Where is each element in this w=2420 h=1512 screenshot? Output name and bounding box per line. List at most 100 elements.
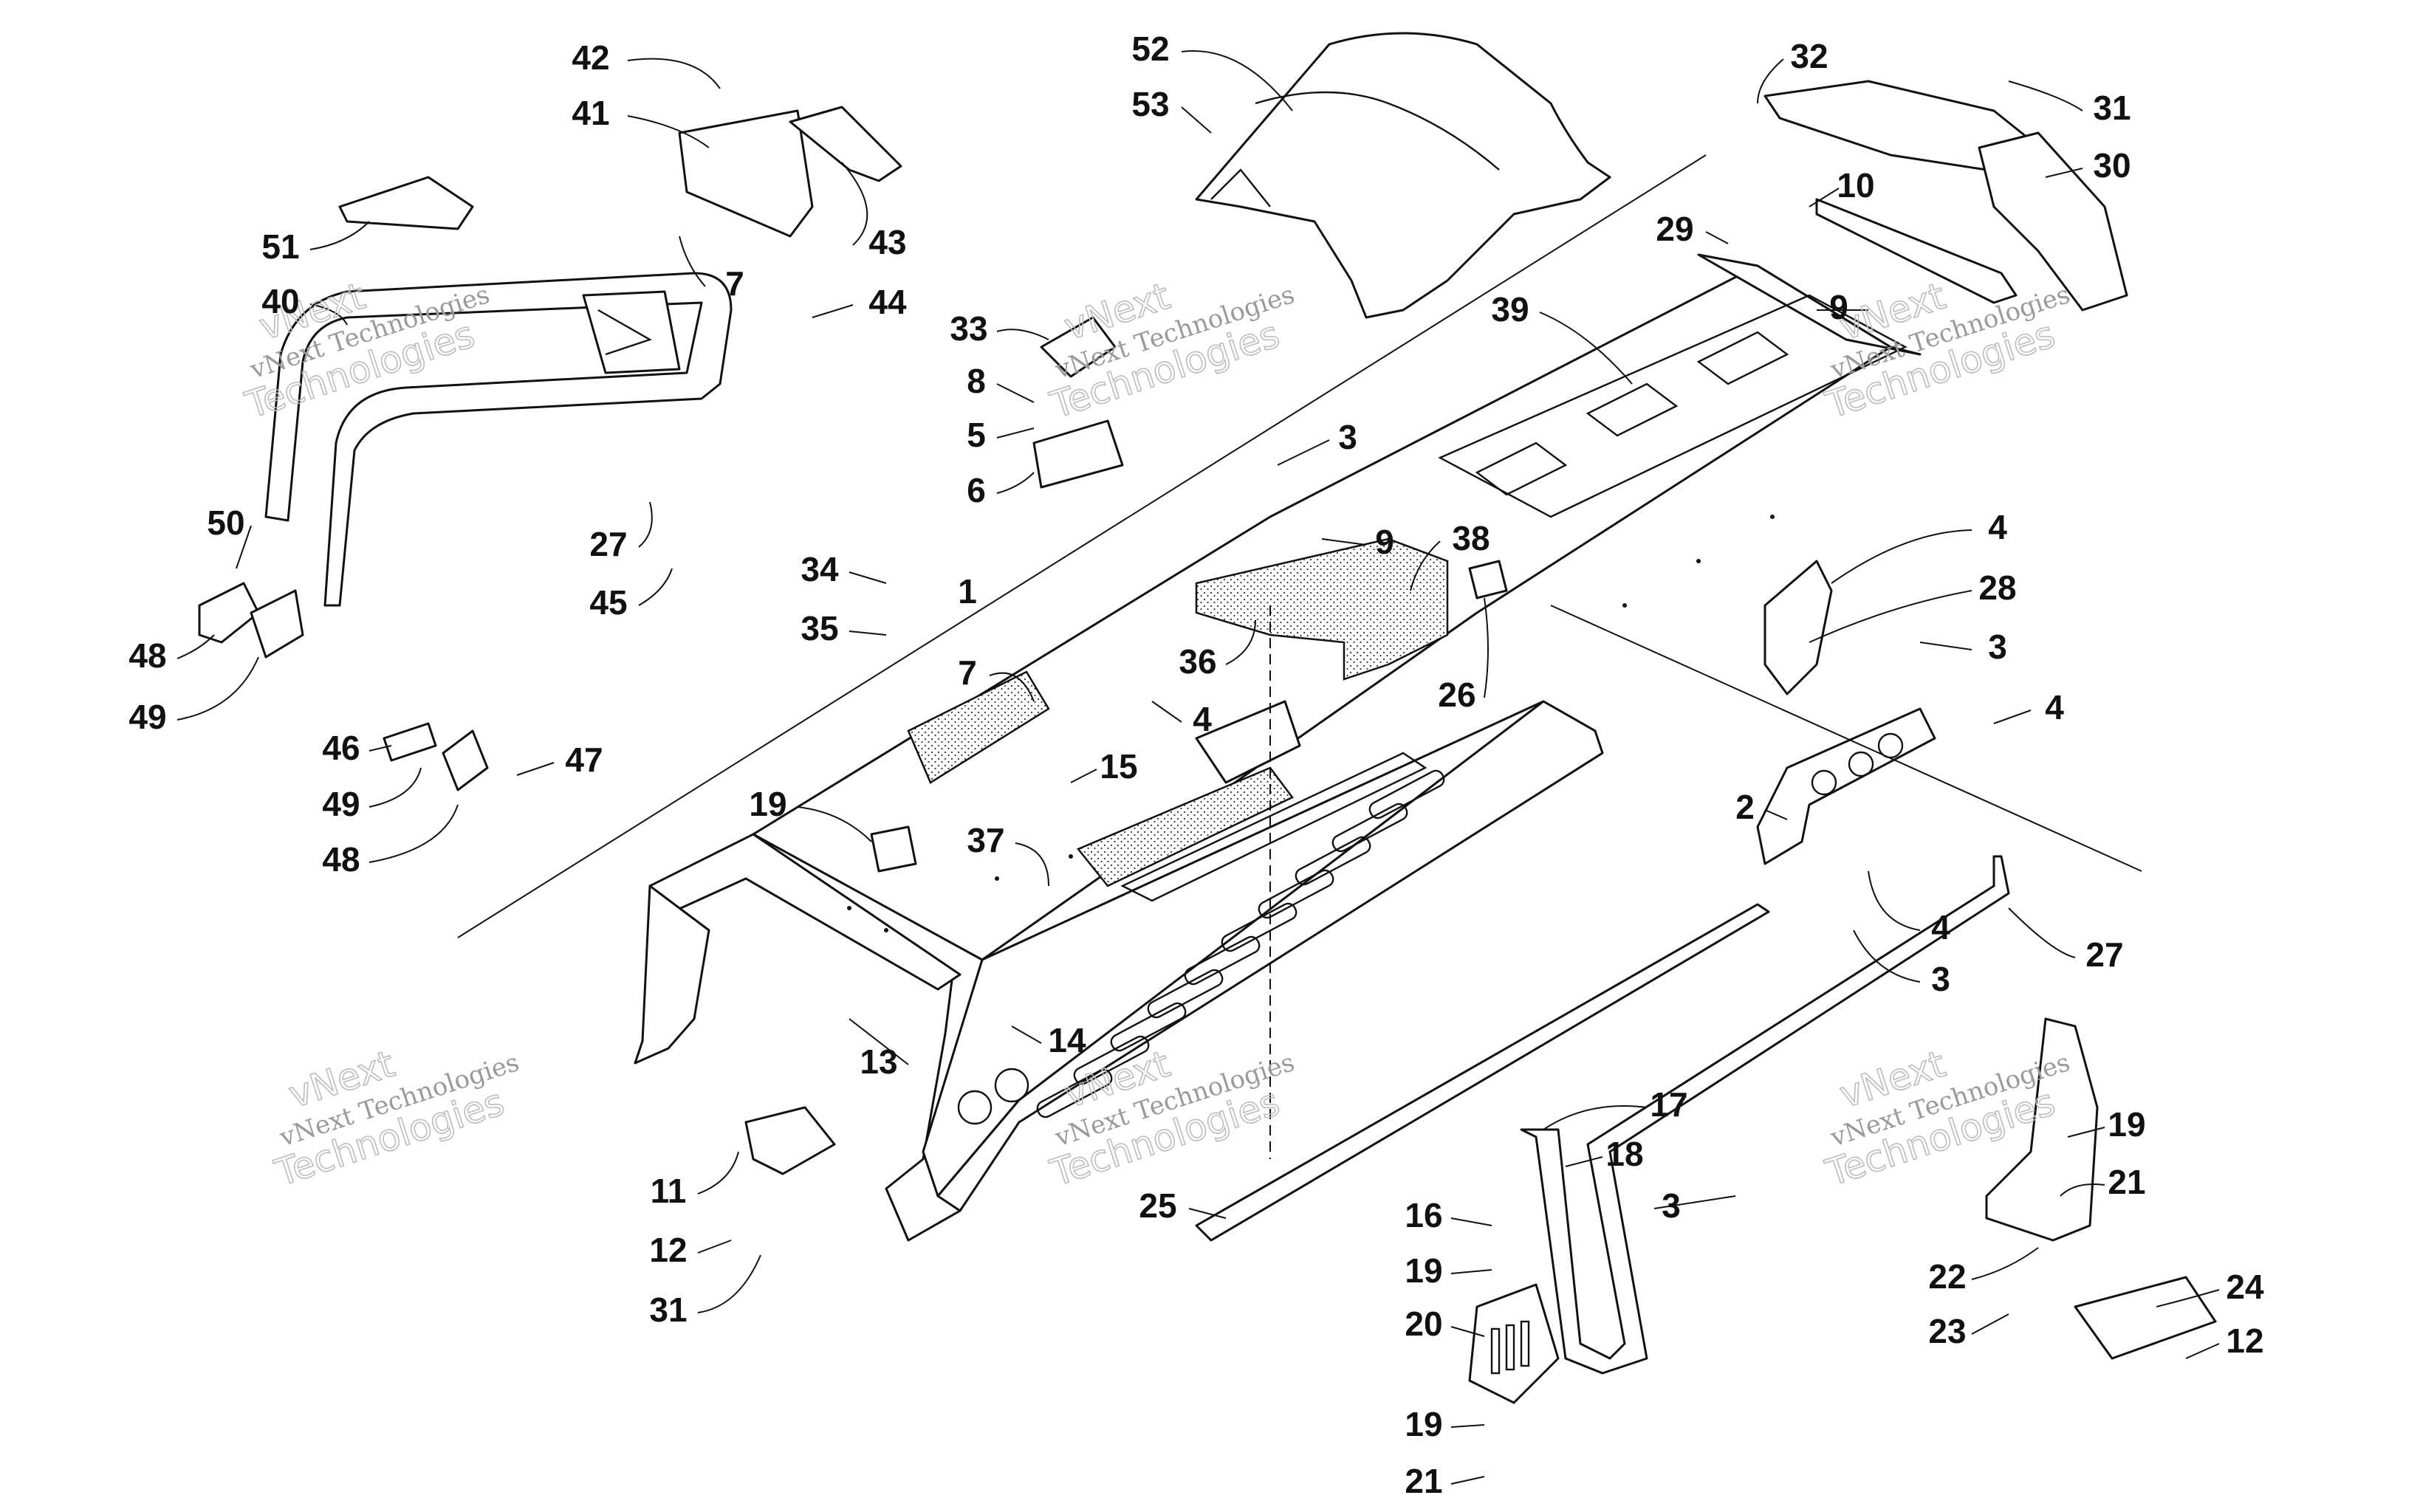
- callout-1: 1: [958, 572, 977, 611]
- side-bumper-17: [1520, 855, 2010, 1375]
- leader-lines: [176, 50, 2220, 1485]
- callout-18: 18: [1605, 1135, 1643, 1173]
- callout-4: 4: [1988, 508, 2007, 546]
- callout-16: 16: [1405, 1196, 1442, 1234]
- watermark-2: vNext vNext Technologies Technologies: [1044, 274, 1298, 427]
- callout-12: 12: [649, 1231, 687, 1269]
- callout-29: 29: [1656, 210, 1693, 248]
- cover-51: [338, 176, 474, 230]
- callout-3: 3: [1931, 960, 1950, 998]
- callout-7: 7: [725, 264, 744, 303]
- callout-47: 47: [565, 740, 603, 779]
- callout-53: 53: [1131, 85, 1169, 123]
- bracket-43: [789, 106, 902, 182]
- callout-12: 12: [2226, 1322, 2263, 1360]
- watermark-4: vNext vNext Technologies Technologies: [269, 1042, 523, 1195]
- callout-45: 45: [589, 583, 627, 622]
- reference-line-right: [1550, 605, 2142, 872]
- seat: [1195, 32, 1611, 319]
- callout-3: 3: [1662, 1186, 1681, 1225]
- callout-9: 9: [1375, 523, 1394, 561]
- callout-22: 22: [1928, 1257, 1966, 1296]
- callout-20: 20: [1405, 1305, 1442, 1343]
- reference-line-1: [457, 154, 1707, 938]
- callout-19: 19: [749, 785, 786, 823]
- callout-3: 3: [1338, 418, 1357, 456]
- callout-3: 3: [1988, 628, 2007, 666]
- callout-25: 25: [1139, 1186, 1176, 1225]
- bracket-48-left: [198, 582, 260, 644]
- callout-36: 36: [1179, 642, 1216, 681]
- bracket-6: [1032, 419, 1124, 489]
- callout-42: 42: [572, 38, 609, 77]
- callout-4: 4: [1931, 908, 1950, 946]
- callout-49: 49: [322, 785, 360, 823]
- bracket-48-right: [442, 729, 489, 791]
- bracket-49-left: [250, 589, 304, 659]
- callout-10: 10: [1837, 166, 1874, 205]
- callout-24: 24: [2226, 1268, 2264, 1306]
- bracket-26: [1468, 560, 1508, 599]
- bracket-19-small: [870, 825, 917, 873]
- callout-2: 2: [1735, 788, 1755, 826]
- callout-40: 40: [261, 282, 299, 320]
- callout-49: 49: [128, 698, 166, 736]
- plate-36: [1195, 700, 1301, 784]
- callout-38: 38: [1452, 519, 1490, 557]
- side-plate-4: [1763, 560, 1833, 695]
- callout-7: 7: [958, 653, 977, 692]
- scuff-24: [2074, 1276, 2217, 1360]
- bracket-49-right: [383, 722, 437, 762]
- rear-bracket-10: [1815, 198, 2018, 304]
- callout-15: 15: [1100, 747, 1137, 786]
- callout-28: 28: [1978, 568, 2016, 607]
- callout-35: 35: [801, 609, 838, 647]
- callout-23: 23: [1928, 1312, 1966, 1350]
- plate-22: [1985, 1017, 2099, 1242]
- callout-48: 48: [322, 840, 360, 879]
- bracket-41: [678, 109, 814, 238]
- callout-37: 37: [967, 821, 1004, 859]
- callout-39: 39: [1491, 290, 1529, 329]
- callout-21: 21: [2108, 1163, 2145, 1201]
- rear-bumper-30: [1978, 131, 2128, 312]
- callout-21: 21: [1405, 1462, 1442, 1500]
- callout-48: 48: [128, 636, 166, 675]
- callout-19: 19: [2108, 1105, 2145, 1144]
- callout-19: 19: [1405, 1405, 1442, 1443]
- callout-6: 6: [967, 471, 986, 509]
- callout-33: 33: [950, 309, 987, 348]
- callout-52: 52: [1131, 30, 1169, 68]
- callout-4: 4: [1193, 700, 1212, 738]
- callout-4: 4: [2045, 688, 2064, 726]
- callout-34: 34: [801, 550, 839, 588]
- running-board-25: [1195, 903, 1770, 1242]
- grab-bar: [264, 272, 733, 607]
- callout-19: 19: [1405, 1251, 1442, 1290]
- callout-44: 44: [868, 283, 907, 321]
- callout-51: 51: [261, 227, 299, 266]
- cap-11: [744, 1106, 836, 1175]
- cover-33: [1040, 316, 1117, 378]
- callout-50: 50: [207, 504, 244, 542]
- callout-11: 11: [651, 1172, 687, 1210]
- callout-27: 27: [2085, 935, 2123, 974]
- cooler-slots: [1036, 769, 1445, 1118]
- callout-30: 30: [2093, 146, 2131, 185]
- callout-41: 41: [572, 94, 609, 132]
- callout-32: 32: [1790, 37, 1828, 75]
- callout-46: 46: [322, 729, 360, 767]
- callout-31: 31: [649, 1291, 687, 1329]
- callout-31: 31: [2093, 89, 2131, 127]
- callout-27: 27: [589, 525, 627, 563]
- callout-17: 17: [1650, 1085, 1687, 1124]
- callout-26: 26: [1438, 676, 1475, 714]
- footrest-2: [1756, 707, 1936, 865]
- callout-43: 43: [868, 223, 906, 261]
- callout-5: 5: [967, 416, 986, 454]
- callout-9: 9: [1829, 288, 1848, 326]
- callout-8: 8: [967, 362, 986, 400]
- callout-13: 13: [860, 1042, 897, 1081]
